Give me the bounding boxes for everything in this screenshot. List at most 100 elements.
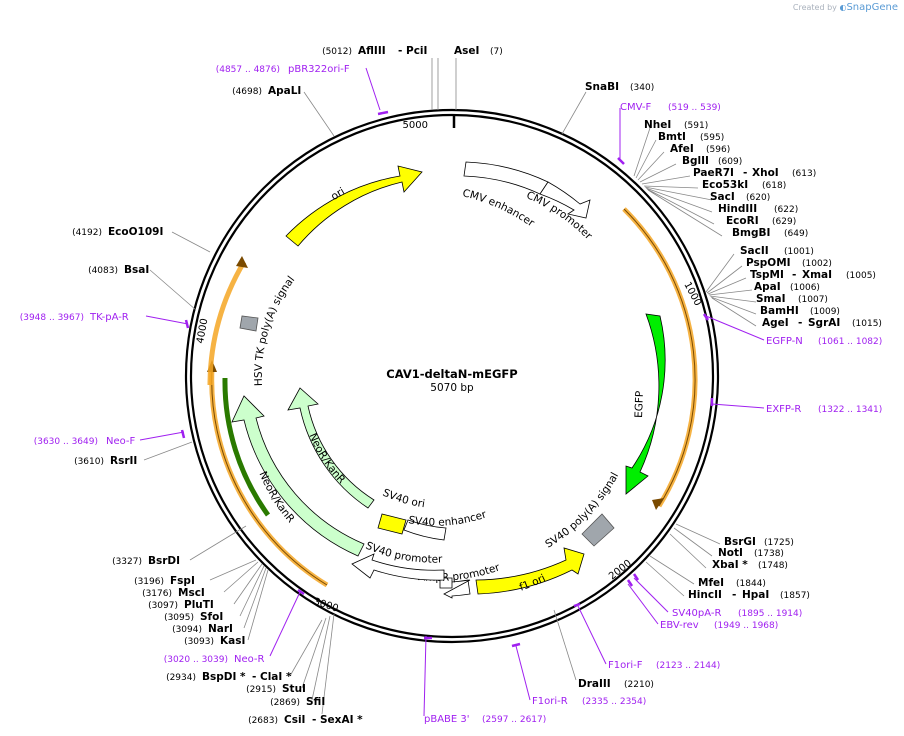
enzyme-bsrgi[interactable]: BsrGI — [724, 536, 756, 548]
primer-tk-pa-r-range: (3948 .. 3967) — [20, 313, 84, 323]
backbone-inner — [189, 113, 715, 639]
enzyme-sfii[interactable]: SfiI — [306, 696, 325, 708]
enzyme-agei[interactable]: AgeI — [762, 317, 789, 329]
plasmid-name: CAV1-deltaN-mEGFP — [386, 367, 517, 381]
enzyme-smai[interactable]: SmaI — [756, 293, 786, 305]
enzyme-afliii[interactable]: AflIII — [358, 45, 386, 57]
enzyme-sacii[interactable]: SacII — [740, 245, 769, 257]
enzyme-nhei-pos: (591) — [684, 121, 708, 131]
primer-egfp-n[interactable]: EGFP-N — [766, 336, 803, 347]
enzyme-csii[interactable]: CsiI — [284, 714, 305, 726]
enzyme-ecoo109i[interactable]: EcoO109I — [108, 226, 163, 238]
enzyme-clai[interactable]: ClaI * — [260, 671, 292, 683]
enzyme-bmti-pos: (595) — [700, 133, 724, 143]
primer-cmv-f[interactable]: CMV-F — [620, 102, 651, 113]
enzyme-bmgbi[interactable]: BmgBI — [732, 227, 770, 239]
enzyme-bspdi[interactable]: BspDI * — [202, 671, 246, 683]
feature-egfp[interactable] — [625, 313, 666, 495]
enzyme-separator: - — [732, 589, 736, 601]
primer-labels: (4857 .. 4876) pBR322ori-F CMV-F (519 ..… — [20, 64, 883, 725]
enzyme-bsai[interactable]: BsaI — [124, 264, 149, 276]
primer-pbr322ori-f-range: (4857 .. 4876) — [216, 65, 280, 75]
primer-pbabe-3[interactable]: pBABE 3' — [424, 714, 470, 725]
enzyme-xbai[interactable]: XbaI * — [712, 559, 748, 571]
primer-sv40pa-r-range: (1895 .. 1914) — [738, 609, 802, 619]
enzyme-nari[interactable]: NarI — [208, 623, 233, 635]
feature-hsv-tk-label: HSV TK poly(A) signal — [253, 274, 298, 386]
enzyme-msci-pos: (3176) — [142, 589, 172, 599]
enzyme-ecori[interactable]: EcoRI — [726, 215, 759, 227]
primer-sv40pa-r[interactable]: SV40pA-R — [672, 608, 721, 619]
enzyme-sgrai[interactable]: SgrAI — [808, 317, 840, 329]
primer-neo-f[interactable]: Neo-F — [106, 436, 136, 447]
enzyme-kasi[interactable]: KasI — [220, 635, 245, 647]
backbone-outer — [184, 108, 720, 644]
feature-hsv-tk-polya[interactable] — [239, 315, 259, 332]
feature-sv40-promoter[interactable] — [351, 553, 445, 581]
enzyme-pcii[interactable]: PciI — [406, 45, 427, 57]
enzyme-stui-pos: (2915) — [246, 685, 276, 695]
feature-sv40-ori[interactable] — [377, 513, 407, 535]
feature-ori[interactable] — [285, 165, 423, 247]
enzyme-separator: - — [743, 167, 747, 179]
enzyme-afei[interactable]: AfeI — [670, 143, 694, 155]
enzyme-saci[interactable]: SacI — [710, 191, 735, 203]
orf-hsv-arc — [207, 260, 247, 386]
enzyme-draiii[interactable]: DraIII — [578, 678, 611, 690]
enzyme-eco53ki[interactable]: Eco53kI — [702, 179, 748, 191]
snapgene-credit: Created by ◐SnapGene — [793, 2, 898, 13]
primer-f1ori-r-range: (2335 .. 2354) — [582, 697, 646, 707]
enzyme-hindiii[interactable]: HindIII — [718, 203, 757, 215]
orf-egfp-line — [623, 208, 696, 507]
primer-pbr322ori-f[interactable]: pBR322ori-F — [288, 64, 350, 75]
primer-neo-r[interactable]: Neo-R — [234, 654, 265, 665]
primer-ebv-rev[interactable]: EBV-rev — [660, 620, 699, 631]
enzyme-sfoi[interactable]: SfoI — [200, 611, 223, 623]
orf-egfp-arrowhead — [652, 498, 664, 510]
enzyme-kasi-pos: (3093) — [184, 637, 214, 647]
feature-sv40-enhancer[interactable] — [403, 519, 447, 541]
enzyme-bsrdi-pos: (3327) — [112, 557, 142, 567]
primer-neo-f-range: (3630 .. 3649) — [34, 437, 98, 447]
enzyme-snabi[interactable]: SnaBI — [585, 81, 619, 93]
enzyme-bamhi[interactable]: BamHI — [760, 305, 799, 317]
enzyme-tspmi[interactable]: TspMI — [750, 269, 784, 281]
enzyme-asei[interactable]: AseI — [454, 45, 479, 57]
enzyme-pluti[interactable]: PluTI — [184, 599, 214, 611]
feature-cmv-promoter[interactable] — [539, 181, 591, 219]
enzyme-apali[interactable]: ApaLI — [268, 85, 301, 97]
enzyme-rsrii[interactable]: RsrII — [110, 455, 137, 467]
enzyme-sgrai-pos: (1015) — [852, 319, 882, 329]
enzyme-fspi[interactable]: FspI — [170, 575, 195, 587]
enzyme-pluti-pos: (3097) — [148, 601, 178, 611]
enzyme-noti[interactable]: NotI — [718, 547, 743, 559]
enzyme-bglii[interactable]: BglII — [682, 155, 709, 167]
feature-sv40-polya[interactable] — [581, 513, 615, 547]
enzyme-xhoi[interactable]: XhoI — [752, 167, 779, 179]
enzyme-paer7i[interactable]: PaeR7I — [693, 167, 734, 179]
enzyme-hpai[interactable]: HpaI — [742, 589, 769, 601]
enzyme-mfei[interactable]: MfeI — [698, 577, 724, 589]
tick-2000: 2000 — [607, 558, 634, 582]
enzyme-bsrdi[interactable]: BsrDI — [148, 555, 180, 567]
enzyme-asei-pos: (7) — [490, 47, 503, 57]
enzyme-bmti[interactable]: BmtI — [658, 131, 686, 143]
enzyme-hincii[interactable]: HincII — [688, 589, 722, 601]
primer-exfp-r[interactable]: EXFP-R — [766, 404, 801, 415]
enzyme-apai[interactable]: ApaI — [754, 281, 781, 293]
enzyme-xmai[interactable]: XmaI — [802, 269, 832, 281]
enzyme-pspomi[interactable]: PspOMI — [746, 257, 791, 269]
enzyme-sexai[interactable]: SexAI * — [320, 714, 363, 726]
feature-cmv-enhancer[interactable] — [463, 161, 549, 195]
feature-neokan-inner[interactable] — [287, 387, 375, 509]
enzyme-stui[interactable]: StuI — [282, 683, 306, 695]
feature-ampr-promoter[interactable] — [439, 577, 471, 599]
feature-f1-ori[interactable] — [475, 547, 585, 595]
enzyme-msci[interactable]: MscI — [178, 587, 205, 599]
primer-f1ori-r[interactable]: F1ori-R — [532, 696, 568, 707]
primer-tk-pa-r[interactable]: TK-pA-R — [89, 312, 129, 323]
enzyme-nhei[interactable]: NheI — [644, 119, 671, 131]
primer-f1ori-f[interactable]: F1ori-F — [608, 660, 643, 671]
feature-neokan-outer[interactable] — [231, 395, 365, 557]
